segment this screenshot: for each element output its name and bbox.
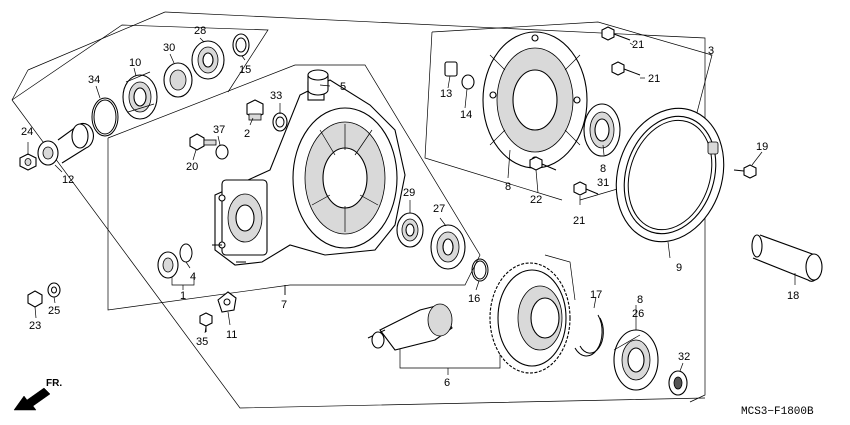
callout-6: 6 (444, 377, 450, 389)
part-32-seal (668, 370, 688, 396)
callout-7: 7 (281, 299, 287, 311)
callout-30: 30 (163, 42, 175, 54)
part-25-washer (47, 282, 61, 298)
callout-33: 33 (270, 90, 282, 102)
callout-3: 3 (708, 45, 714, 57)
callout-9: 9 (676, 262, 682, 274)
part-7-gear-case (212, 79, 406, 266)
part-11-bracket (217, 291, 237, 313)
part-21-bolts (573, 26, 641, 196)
callout-16: 16 (468, 293, 480, 305)
callout-18: 18 (787, 290, 799, 302)
callout-25: 25 (48, 305, 60, 317)
part-17-ring (574, 314, 604, 357)
callout-37: 37 (213, 124, 225, 136)
part-35-bolt (199, 312, 213, 332)
part-20-bolt (189, 133, 217, 151)
callout-22: 22 (530, 194, 542, 206)
callout-21-bottom: 21 (573, 215, 585, 227)
part-15-ring (232, 33, 250, 57)
part-34-oring (91, 97, 119, 137)
part-19-bolt (733, 164, 757, 179)
part-22-bolt (529, 156, 557, 171)
callout-4: 4 (190, 271, 196, 283)
part-29-bearing (396, 212, 424, 248)
callout-20: 20 (186, 161, 198, 173)
part-14-washer (461, 74, 475, 90)
part-13-plug (444, 61, 458, 77)
part-30-seal (163, 62, 193, 98)
part-33-washer (272, 112, 288, 132)
callout-32: 32 (678, 351, 690, 363)
callout-8-seal: 8 (600, 163, 606, 175)
part-37-washer (215, 144, 229, 160)
callout-14: 14 (460, 109, 472, 121)
part-5-cap (307, 69, 329, 96)
callout-13: 13 (440, 88, 452, 100)
part-24-nut (19, 153, 37, 171)
callout-31: 31 (597, 177, 609, 189)
callout-28: 28 (194, 25, 206, 37)
callout-11: 11 (226, 329, 237, 341)
part-27-bearing (430, 224, 466, 270)
callout-8-cover: 8 (505, 181, 511, 193)
part-6-ring-gear (489, 254, 576, 374)
part-28-bearing (191, 40, 225, 80)
front-label: FR. (46, 378, 62, 389)
callout-10: 10 (129, 57, 141, 69)
part-12-collar (37, 122, 94, 166)
callout-12: 12 (62, 174, 74, 186)
callout-1: 1 (180, 290, 186, 302)
part-16-ring (471, 258, 489, 282)
callout-23: 23 (29, 320, 41, 332)
callout-34: 34 (88, 74, 100, 86)
part-18-sleeve (751, 234, 823, 282)
part-10-bearing (122, 71, 158, 120)
part-6-pinion-gear (367, 303, 453, 351)
callout-26: 26 (632, 308, 644, 320)
callout-21-top: 21 (632, 39, 644, 51)
callout-35: 35 (196, 336, 208, 348)
callout-labels: 1 2 3 4 5 6 7 8 8 8 9 10 11 12 13 14 15 … (21, 25, 799, 389)
callout-17: 17 (590, 289, 602, 301)
part-23-nut (27, 290, 43, 308)
part-2-plug (246, 99, 264, 121)
callout-2: 2 (244, 128, 250, 140)
leader-lines (27, 37, 796, 372)
part-8-seal (583, 103, 621, 157)
callout-15: 15 (239, 64, 251, 76)
callout-29: 29 (403, 187, 415, 199)
part-26-bearing (613, 329, 659, 391)
callout-27: 27 (433, 203, 445, 215)
callout-5: 5 (340, 81, 346, 93)
callout-24: 24 (21, 126, 33, 138)
front-arrow-icon (13, 387, 51, 411)
part-9-guard (615, 107, 725, 243)
callout-8-lower: 8 (637, 294, 643, 306)
part-4-bearing (157, 243, 193, 279)
callout-19: 19 (756, 141, 768, 153)
part-8-cover (482, 31, 588, 169)
diagram-code: MCS3−F1800B (741, 406, 814, 418)
callout-21-mid: 21 (648, 73, 660, 85)
front-direction-indicator: FR. (13, 378, 62, 411)
